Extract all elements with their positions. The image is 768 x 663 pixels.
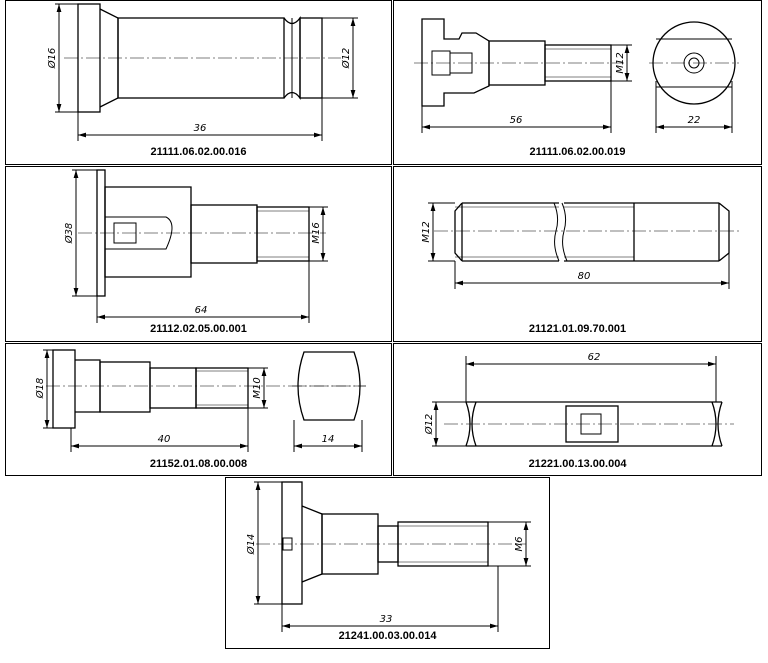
dim-thread: M12 <box>615 52 626 73</box>
dim-length: 80 <box>578 271 591 282</box>
drawing-bolt-2: M12 56 22 <box>414 18 739 133</box>
dim-diameter: Ø18 <box>34 378 46 400</box>
dim-diameter: Ø16 <box>46 48 58 70</box>
dim-width: 14 <box>322 434 335 445</box>
drawing-panel-7: Ø14 M6 33 21241.00.03.00.014 <box>225 477 550 649</box>
dim-length: 33 <box>380 614 393 625</box>
drawing-panel-4: M12 80 21121.01.09.70.001 <box>393 166 762 342</box>
drawing-panel-3: Ø38 M16 64 21112.02.05.00.001 <box>5 166 392 342</box>
dim-width: 22 <box>688 115 701 126</box>
part-number: 21112.02.05.00.001 <box>150 323 247 335</box>
drawing-panel-6: 62 Ø12 21221.00.13.00.004 <box>393 343 762 476</box>
part-number: 21111.06.02.00.019 <box>529 146 626 158</box>
drawing-axle-1: Ø16 Ø12 36 <box>46 3 358 141</box>
drawing-panel-1: Ø16 Ø12 36 21111.06.02.00.016 <box>5 0 392 165</box>
drawing-bolt-7: Ø14 M6 33 <box>245 481 531 632</box>
part-number: 21241.00.03.00.014 <box>338 630 437 642</box>
drawing-rod-4: M12 80 <box>421 202 739 289</box>
drawing-panel-2: M12 56 22 21111.06.02.00.019 <box>393 0 762 165</box>
dim-length: 40 <box>158 434 171 445</box>
dim-thread: M10 <box>252 377 263 398</box>
dim-diameter: Ø14 <box>245 534 257 556</box>
dim-thread: M16 <box>311 222 322 243</box>
drawing-stud-3: Ø38 M16 64 <box>63 169 328 323</box>
part-number: 21111.06.02.00.016 <box>150 146 247 158</box>
dim-length: 64 <box>195 305 208 316</box>
drawing-pin-5: Ø18 M10 40 14 <box>34 349 366 452</box>
dim-diameter: Ø38 <box>63 223 75 245</box>
dim-length: 56 <box>510 115 523 126</box>
dim-thread: M6 <box>514 537 525 552</box>
drawing-panel-5: Ø18 M10 40 14 21152.01.08.00.008 <box>5 343 392 476</box>
dim-length: 62 <box>588 352 601 363</box>
part-number: 21221.00.13.00.004 <box>528 458 627 470</box>
dim-thread: M12 <box>421 221 432 242</box>
part-number: 21152.01.08.00.008 <box>149 458 248 470</box>
dim-diameter: Ø12 <box>423 414 435 436</box>
drawing-shaft-6: 62 Ø12 <box>423 352 734 447</box>
dim-length: 36 <box>194 123 207 134</box>
part-number: 21121.01.09.70.001 <box>528 323 627 335</box>
dim-diameter: Ø12 <box>340 48 352 70</box>
